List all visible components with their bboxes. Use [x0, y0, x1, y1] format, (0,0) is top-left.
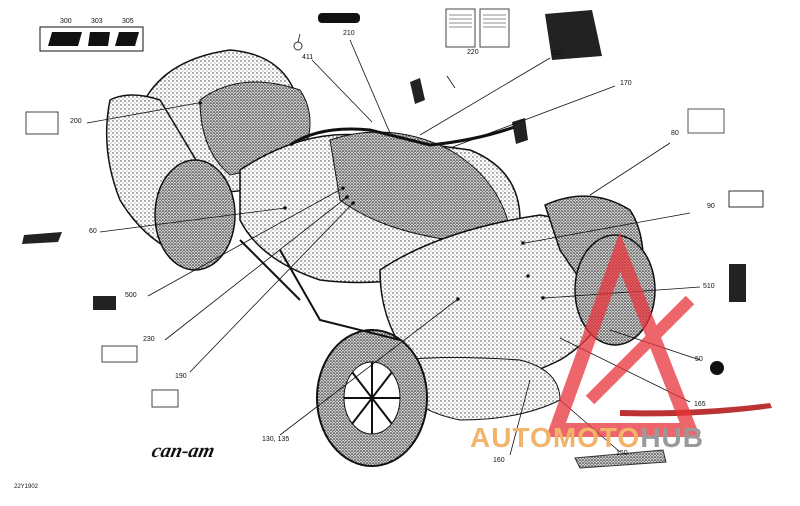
callout-60: 60: [89, 228, 97, 235]
callout-190: 190: [175, 373, 187, 380]
callout-150: 150: [616, 450, 628, 457]
watermark-triangle: [546, 232, 701, 437]
callout-411: 411: [302, 54, 314, 61]
callout-220: 220: [467, 49, 479, 56]
stripe-right: [620, 403, 772, 417]
decal-round-small: [293, 41, 303, 51]
brand-logo: can-am: [149, 440, 217, 462]
callout-130-135: 130, 135: [262, 436, 290, 443]
stripe-bottom: [574, 449, 667, 469]
callout-210: 210: [343, 30, 355, 37]
label-right-2: [728, 190, 764, 208]
decal-script-left: [22, 232, 62, 244]
reference-code: 22Y1902: [14, 484, 39, 490]
callout-80: 80: [671, 130, 679, 137]
callout-90: 90: [707, 203, 715, 210]
label-right-1: [687, 108, 725, 134]
decal-strip-top-left: [39, 26, 144, 52]
watermark-text: AUTOMOTOHUB: [470, 422, 704, 454]
warning-labels-top: [445, 8, 510, 48]
callout-165: 165: [694, 401, 706, 408]
callout-120: 120: [551, 50, 563, 57]
callout-305: 305: [122, 18, 134, 25]
label-left-3: [151, 389, 179, 408]
vehicle-body: [105, 49, 656, 467]
callout-303: 303: [91, 18, 103, 25]
decal-badge-left: [93, 296, 116, 310]
label-right-3: [729, 264, 746, 302]
callout-510: 510: [703, 283, 715, 290]
callout-300: 300: [60, 18, 72, 25]
decal-dark-top-right: [545, 10, 602, 60]
decal-round-right: [710, 361, 724, 375]
label-left-1: [25, 111, 59, 135]
callout-160: 160: [493, 457, 505, 464]
callout-500: 500: [125, 292, 137, 299]
callout-50: 50: [695, 356, 703, 363]
watermark-part2: HUB: [640, 422, 704, 453]
callout-230: 230: [143, 336, 155, 343]
callout-170: 170: [620, 80, 632, 87]
callout-200: 200: [70, 118, 82, 125]
watermark-part1: AUTOMOTO: [470, 422, 641, 453]
decal-oval-top: [318, 13, 360, 23]
label-left-2: [101, 345, 138, 363]
